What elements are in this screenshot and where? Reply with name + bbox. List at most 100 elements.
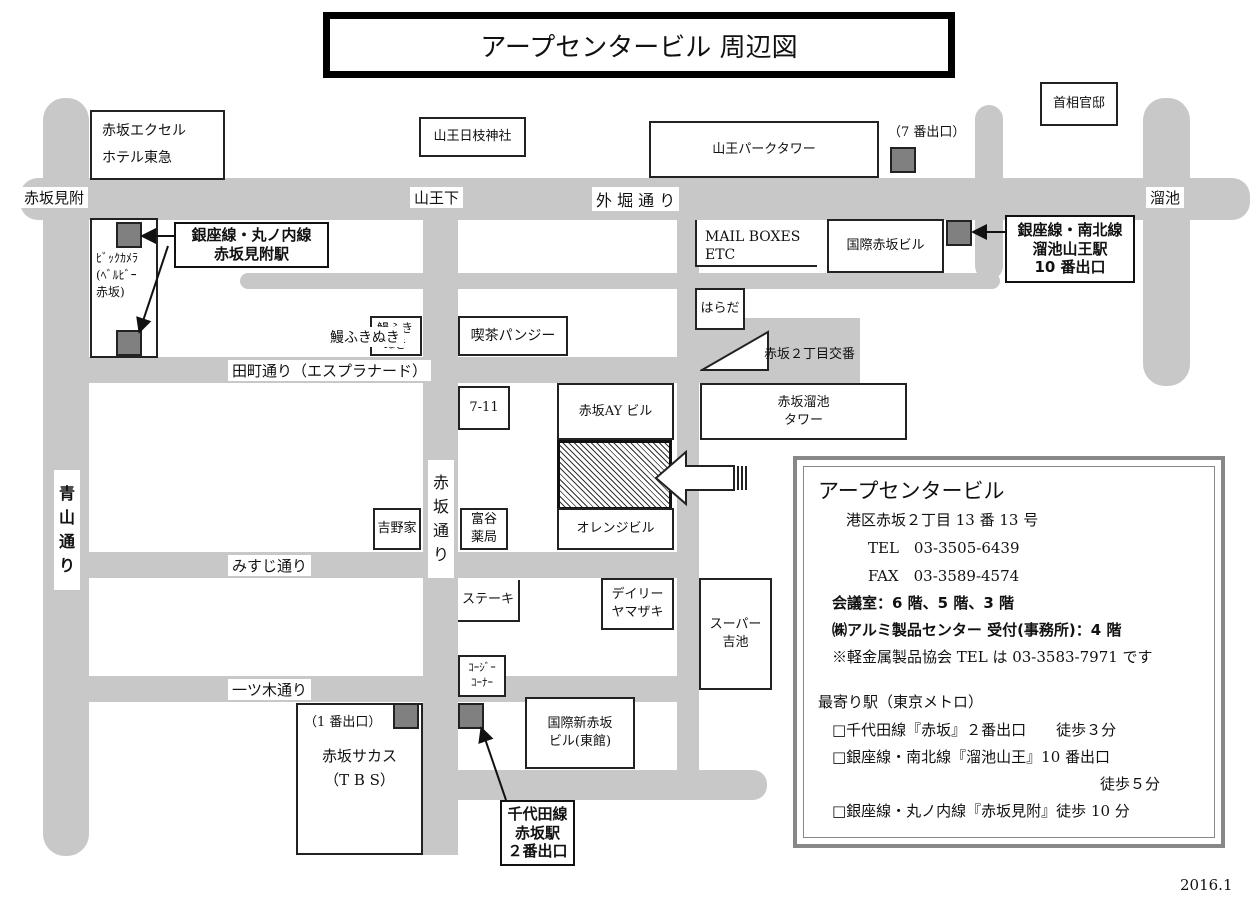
daily-line: デイリー xyxy=(611,587,664,603)
tameike-tower-line: 赤坂溜池 xyxy=(777,394,830,410)
bic-line: 赤坂) xyxy=(96,284,125,299)
label-misuji: みすじ通り xyxy=(228,555,312,576)
info-reception: ㈱アルミ製品センター 受付(事務所)：4 階 xyxy=(832,621,1122,639)
building-harada: はらだ xyxy=(695,288,745,330)
cozy-line: ｺｰｼﾞｰ xyxy=(468,661,496,675)
callout-line: 赤坂見附駅 xyxy=(213,245,289,263)
mbe-line: MAIL BOXES xyxy=(705,229,801,245)
label-akasaka-mitsuke: 赤坂見附 xyxy=(20,187,89,208)
building-mail-boxes-etc: MAIL BOXES ETC xyxy=(695,220,817,267)
building-akasaka-excel-line: 赤坂エクセル xyxy=(102,123,186,139)
callout-akasaka-station: 千代田線 赤坂駅 ２番出口 xyxy=(500,800,575,866)
callout-line: 銀座線・南北線 xyxy=(1017,220,1123,239)
label-exit-7: （7 番出口） xyxy=(884,121,970,140)
label-akasaka-dori: 赤 坂 通 り xyxy=(428,460,454,578)
map-date: 2016.1 xyxy=(1180,876,1233,894)
cozy-line: ｺｰﾅｰ xyxy=(471,676,493,689)
super-line: 吉池 xyxy=(722,635,749,650)
shinakasaka-line: 国際新赤坂 xyxy=(547,716,613,732)
road-tameike-vertical xyxy=(975,105,1003,280)
label-tamachi: 田町通り（エスプラナード） xyxy=(228,360,432,381)
akasaka-dori-char: 坂 xyxy=(432,497,449,516)
info-panel-inner: アープセンタービル 港区赤坂２丁目 13 番 13 号 TEL 03-3505-… xyxy=(803,466,1215,838)
callout-line: 溜池山王駅 xyxy=(1032,239,1108,258)
info-name: アープセンタービル xyxy=(818,479,1005,503)
building-akasaka-tameike-tower: 赤坂溜池 タワー xyxy=(700,383,907,440)
callout-line: 10 番出口 xyxy=(1034,258,1106,277)
aoyama-char: 青 xyxy=(58,484,75,503)
aoyama-char: り xyxy=(58,556,75,575)
tameike-tower-line: タワー xyxy=(783,412,823,428)
akasaka-dori-char: り xyxy=(432,545,449,564)
info-meeting-rooms: 会議室：6 階、5 階、3 階 xyxy=(832,594,1014,612)
bic-line: ﾋﾞｯｸｶﾒﾗ xyxy=(96,251,139,265)
pointer-mitsuke-south xyxy=(136,245,169,334)
akasaka-dori-char: 通 xyxy=(432,521,449,540)
info-fax: FAX 03-3589-4574 xyxy=(868,567,1020,585)
bic-line: (ﾍﾞﾙﾋﾞｰ xyxy=(96,267,137,282)
aoyama-char: 山 xyxy=(58,508,75,527)
callout-line: 赤坂駅 xyxy=(514,823,560,842)
label-police-box: 赤坂２丁目交番 xyxy=(764,347,856,362)
exit-2-marker xyxy=(458,703,484,729)
store-super-yoshiike: スーパー 吉池 xyxy=(699,578,772,690)
callout-line: 千代田線 xyxy=(507,804,568,823)
info-tel: TEL 03-3505-6439 xyxy=(868,539,1020,557)
callout-line: ２番出口 xyxy=(507,842,568,861)
exit-1-marker xyxy=(393,703,419,729)
akasaka-dori-char: 赤 xyxy=(432,473,449,492)
building-akasaka-ay: 赤坂AY ビル xyxy=(557,383,674,440)
daily-line: ヤマザキ xyxy=(611,605,664,620)
label-sotobori: 外 堀 通 り xyxy=(592,187,680,211)
tomiya-line: 薬局 xyxy=(470,530,497,545)
label-unagi: 鰻ふきぬき xyxy=(326,327,404,347)
building-kissa-pansy: 喫茶パンジー xyxy=(458,316,568,356)
mbe-line: ETC xyxy=(705,247,736,264)
super-line: スーパー xyxy=(709,617,762,633)
map-title: アープセンタービル 周辺図 xyxy=(329,18,949,72)
info-station-tameike-walk: 徒歩５分 xyxy=(1100,775,1161,793)
aoyama-char: 通 xyxy=(58,532,75,551)
building-akasaka-excel: 赤坂エクセル ホテル東急 xyxy=(90,110,225,180)
road-south-lane xyxy=(440,770,767,800)
building-kokusai-shin-akasaka: 国際新赤坂 ビル(東館) xyxy=(525,697,635,769)
koban-triangle xyxy=(700,330,769,371)
building-sanno-shrine: 山王日枝神社 xyxy=(419,117,526,157)
store-steak: ステーキ xyxy=(458,580,520,622)
store-seven-eleven: 7-11 xyxy=(458,386,510,430)
building-orange: オレンジビル xyxy=(557,508,674,550)
road-north-lane xyxy=(240,273,1000,289)
label-tameike: 溜池 xyxy=(1146,187,1185,208)
label-aoyama-dori: 青 山 通 り xyxy=(54,470,80,590)
info-panel: アープセンタービル 港区赤坂２丁目 13 番 13 号 TEL 03-3505-… xyxy=(793,456,1225,848)
store-cozy-corner: ｺｰｼﾞｰ ｺｰﾅｰ xyxy=(458,655,506,697)
pointer-chiyoda xyxy=(478,726,507,801)
target-arrow xyxy=(654,449,747,507)
info-nearest-heading: 最寄り駅（東京メトロ） xyxy=(818,693,984,711)
map-title-frame: アープセンタービル 周辺図 xyxy=(323,12,955,78)
exit-mitsuke-south-marker xyxy=(116,330,142,356)
sacas-line: 赤坂サカス xyxy=(321,746,397,765)
info-kinzoku-tel: ※軽金属製品協会 TEL は 03-3583-7971 です xyxy=(832,648,1153,666)
road-misuji xyxy=(89,552,697,578)
store-yoshinoya: 吉野家 xyxy=(373,508,421,550)
building-kokusai-akasaka: 国際赤坂ビル xyxy=(827,219,944,273)
building-prime-minister-residence: 首相官邸 xyxy=(1040,82,1118,126)
store-tomiya-pharmacy: 富谷 薬局 xyxy=(460,508,508,550)
info-station-mitsuke: □銀座線・丸ノ内線『赤坂見附』徒歩 10 分 xyxy=(832,802,1130,820)
tomiya-line: 富谷 xyxy=(470,512,497,528)
info-station-tameike: □銀座線・南北線『溜池山王』10 番出口 xyxy=(832,748,1111,766)
label-hitotsugi: 一ツ木通り xyxy=(228,679,312,700)
info-station-chiyoda: □千代田線『赤坂』２番出口 徒歩３分 xyxy=(832,721,1117,739)
callout-akasaka-mitsuke-station: 銀座線・丸ノ内線 赤坂見附駅 xyxy=(174,222,329,268)
label-sannoshita: 山王下 xyxy=(410,187,464,208)
building-akasaka-sacas: （1 番出口） 赤坂サカス （T B S） xyxy=(296,703,423,855)
info-address: 港区赤坂２丁目 13 番 13 号 xyxy=(846,511,1039,529)
callout-line: 銀座線・丸ノ内線 xyxy=(191,226,312,245)
sacas-exit-label: （1 番出口） xyxy=(304,715,382,730)
exit-7-marker xyxy=(890,147,916,173)
road-far-east xyxy=(1143,98,1190,386)
road-east-vertical xyxy=(677,220,699,800)
